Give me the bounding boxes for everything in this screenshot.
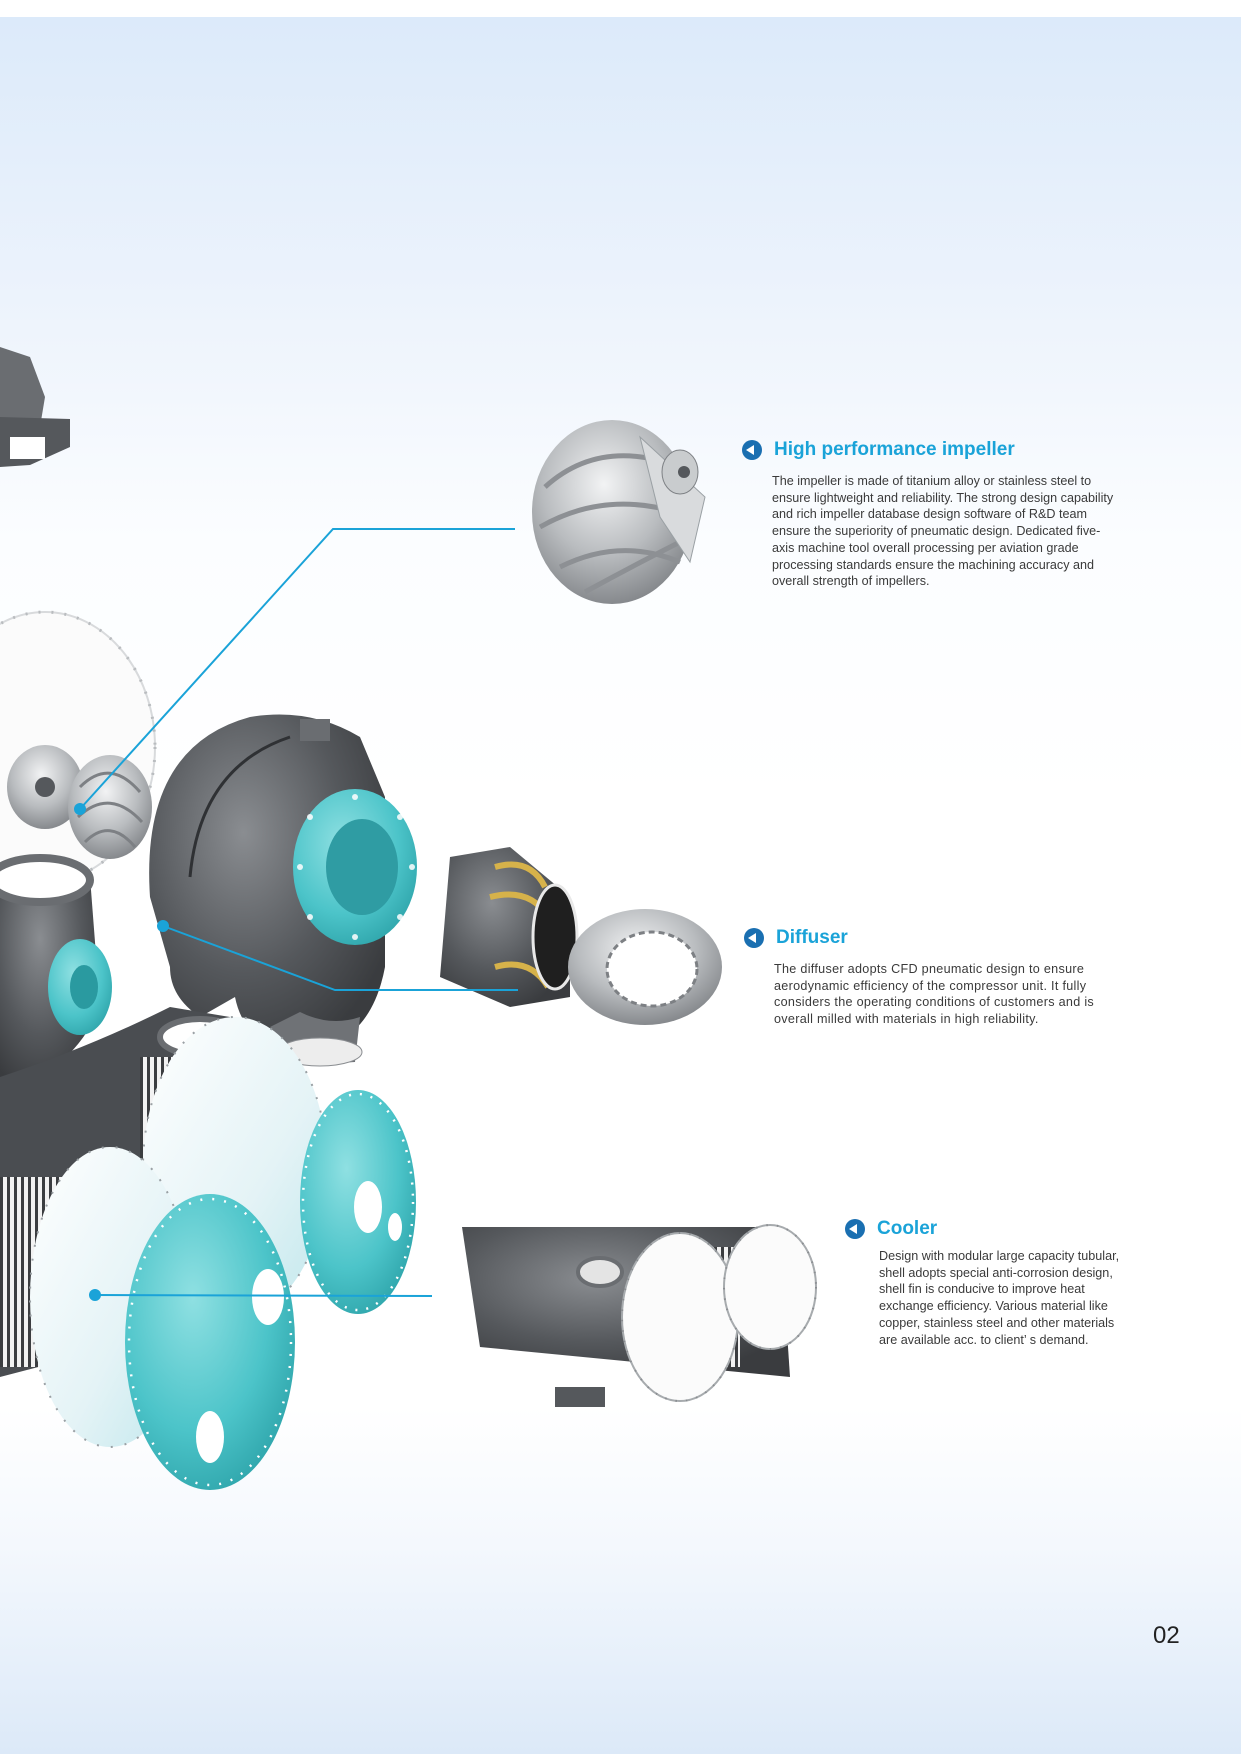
compressor-exploded-illustration [0, 347, 817, 1490]
impeller-detail-image [532, 420, 706, 604]
cooler-detail-image [462, 1224, 817, 1407]
impeller-title: High performance impeller [774, 439, 1015, 460]
cooler-leader-line [94, 1294, 433, 1297]
cooler-description: Design with modular large capacity tubul… [879, 1249, 1120, 1347]
gearbox-casing [0, 854, 112, 1087]
teal-end-cover-right [300, 1090, 416, 1314]
page-number: 02 [1153, 1622, 1180, 1649]
impeller-description: The impeller is made of titanium alloy o… [772, 474, 1114, 589]
diffuser-leader-line [162, 925, 518, 991]
arrow-left-icon [742, 440, 762, 460]
diffuser-title: Diffuser [776, 927, 848, 948]
arrow-left-icon [845, 1219, 865, 1239]
cooler-callout: Cooler Design with modular large capacit… [845, 1218, 1125, 1348]
brochure-page: High performance impeller The impeller i… [0, 17, 1241, 1754]
teal-end-cover-left [125, 1194, 295, 1490]
leader-lines [79, 528, 518, 1297]
diffuser-description: The diffuser adopts CFD pneumatic design… [774, 962, 1095, 1027]
volute-casing [149, 714, 417, 1067]
assembly-impeller [68, 755, 152, 859]
arrow-left-icon [744, 928, 764, 948]
cooler-title: Cooler [877, 1218, 938, 1239]
leader-dots [74, 803, 169, 1301]
diffuser-detail-image [440, 847, 722, 1025]
impeller-leader-line [79, 528, 515, 810]
diffuser-callout: Diffuser The diffuser adopts CFD pneumat… [744, 927, 1104, 1028]
impeller-callout: High performance impeller The impeller i… [742, 439, 1122, 590]
partial-motor-part [0, 347, 70, 467]
